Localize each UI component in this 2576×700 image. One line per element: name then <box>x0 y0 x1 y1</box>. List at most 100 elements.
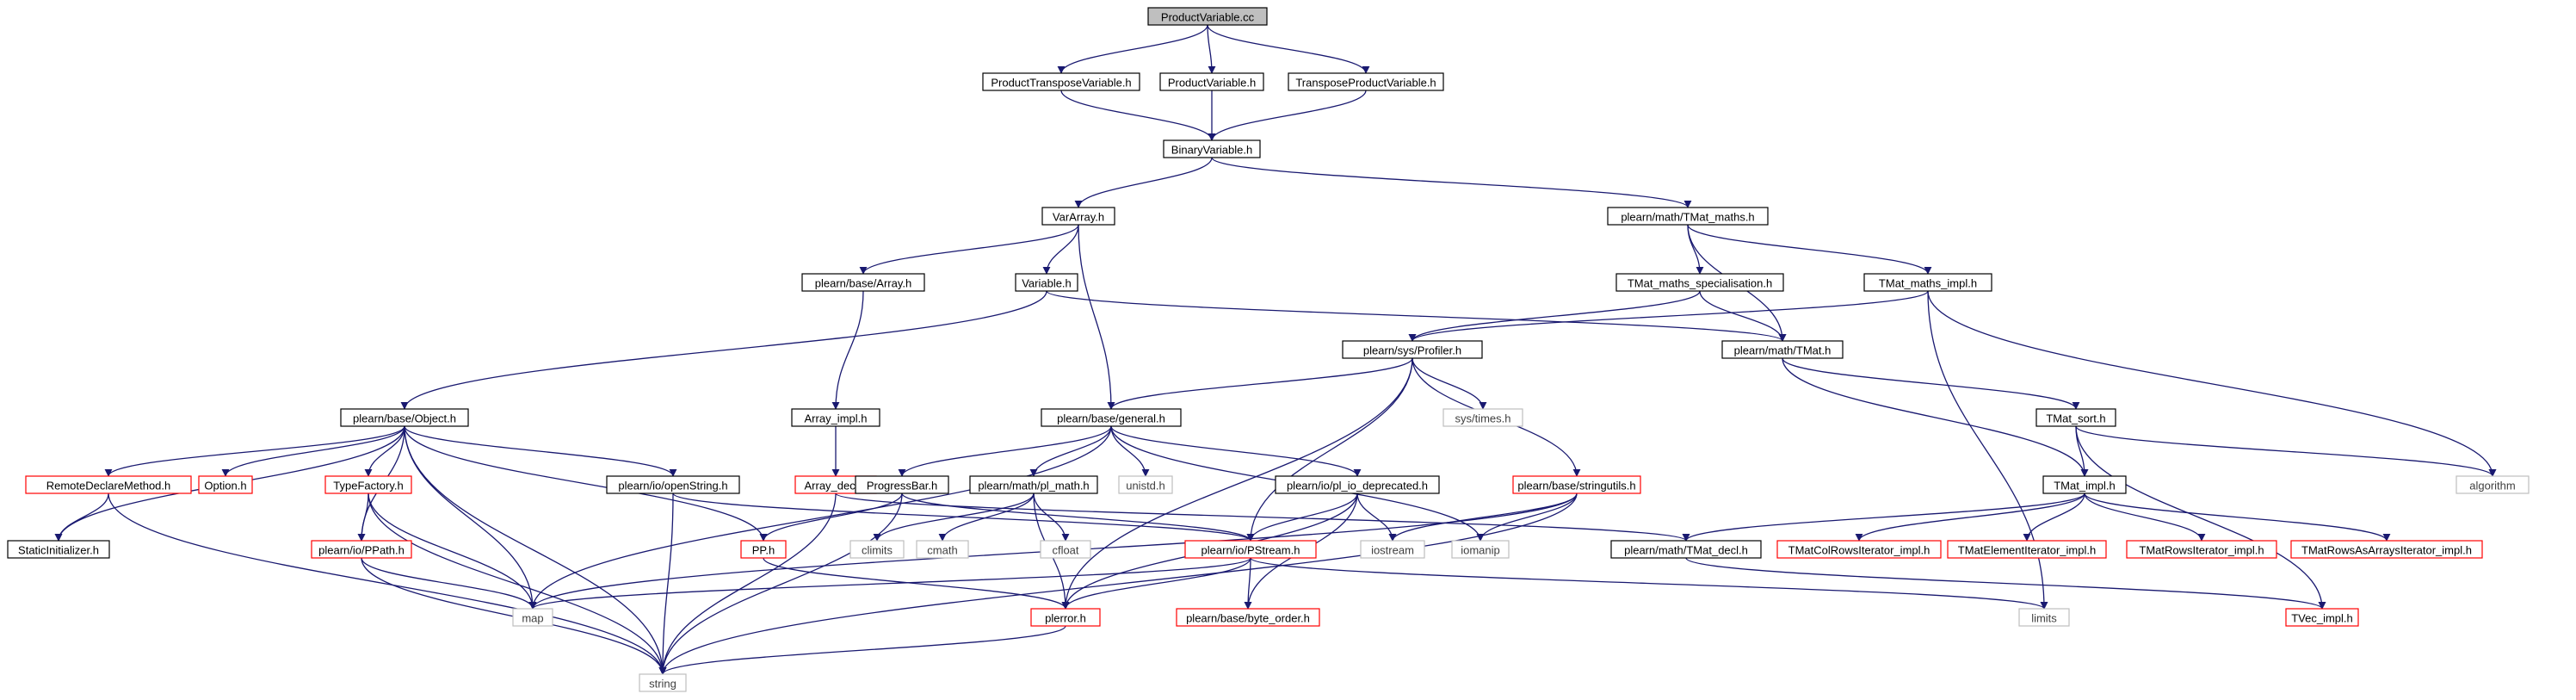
edge-productvariable-cc-to-productvariable-h <box>1207 24 1216 74</box>
node-label: plearn/math/TMat_maths.h <box>1621 211 1754 224</box>
node-box <box>1451 540 1510 559</box>
node-box <box>639 673 687 692</box>
node-plearn-math-tmat-h[interactable]: plearn/math/TMat.h <box>1721 340 1844 359</box>
node-label: cfloat <box>1052 544 1078 557</box>
edge-plearn-math-tmat-maths-h-to-tmat-maths-impl-h <box>1687 224 1932 275</box>
edge-tmat-sort-h-to-algorithm <box>2075 425 2497 477</box>
edge-productvariable-cc-to-producttransposevariable-h <box>1057 24 1208 74</box>
node-plearn-io-pstream-h[interactable]: plearn/io/PStream.h <box>1184 540 1317 559</box>
node-plearn-base-byte-order-h[interactable]: plearn/base/byte_order.h <box>1176 608 1320 627</box>
node-progressbar-h[interactable]: ProgressBar.h <box>855 475 949 494</box>
node-label: plerror.h <box>1045 612 1086 625</box>
node-label: plearn/base/Object.h <box>353 412 456 425</box>
node-tmat-maths-impl-h[interactable]: TMat_maths_impl.h <box>1863 273 1992 292</box>
node-productvariable-h[interactable]: ProductVariable.h <box>1159 72 1264 91</box>
node-plearn-io-openstring-h[interactable]: plearn/io/openString.h <box>606 475 740 494</box>
node-label: limits <box>2031 612 2057 625</box>
node-typefactory-h[interactable]: TypeFactory.h <box>324 475 412 494</box>
node-box <box>1015 273 1078 292</box>
node-producttransposevariable-h[interactable]: ProductTransposeVariable.h <box>982 72 1140 91</box>
node-label: TMat_maths_specialisation.h <box>1628 277 1772 290</box>
edge-vararray-h-to-plearn-base-array-h <box>859 224 1079 275</box>
node-plearn-math-tmat-maths-h[interactable]: plearn/math/TMat_maths.h <box>1607 207 1769 226</box>
edge-progressbar-h-to-string <box>658 492 903 675</box>
node-box <box>1159 72 1264 91</box>
node-label: algorithm <box>2469 480 2515 492</box>
node-box <box>1041 207 1115 226</box>
node-box <box>1863 273 1992 292</box>
edge-typefactory-h-to-plearn-io-ppath-h <box>357 492 369 542</box>
node-box <box>1030 608 1101 627</box>
node-sys-times-h: sys/times.h <box>1442 408 1523 427</box>
edge-plearn-base-general-h-to-progressbar-h <box>898 425 1112 477</box>
node-tmatrowsasarraysiterator-impl-h[interactable]: TMatRowsAsArraysIterator_impl.h <box>2290 540 2483 559</box>
edge-tmat-impl-h-to-plearn-math-tmat-decl-h <box>1682 492 2085 542</box>
node-plearn-base-stringutils-h[interactable]: plearn/base/stringutils.h <box>1512 475 1641 494</box>
node-plearn-base-general-h[interactable]: plearn/base/general.h <box>1041 408 1182 427</box>
edge-plearn-io-pstream-h-to-map <box>528 557 1251 610</box>
edge-binaryvariable-h-to-plearn-math-tmat-maths-h <box>1211 157 1692 208</box>
node-plearn-io-ppath-h[interactable]: plearn/io/PPath.h <box>311 540 412 559</box>
node-transposeproductvariable-h[interactable]: TransposeProductVariable.h <box>1288 72 1444 91</box>
node-tmatcolrowsiterator-impl-h[interactable]: TMatColRowsIterator_impl.h <box>1776 540 1942 559</box>
node-label: TMat_impl.h <box>2054 480 2116 492</box>
edge-plearn-io-pl-io-deprecated-h-to-plearn-io-pstream-h <box>1246 492 1358 542</box>
node-productvariable-cc[interactable]: ProductVariable.cc <box>1147 7 1268 26</box>
edge-tmat-impl-h-to-tmatcolrowsiterator-impl-h <box>1855 492 2085 542</box>
node-tmat-impl-h[interactable]: TMat_impl.h <box>2042 475 2127 494</box>
node-plearn-sys-profiler-h[interactable]: plearn/sys/Profiler.h <box>1342 340 1483 359</box>
node-tmatelementiterator-impl-h[interactable]: TMatElementIterator_impl.h <box>1947 540 2107 559</box>
node-box <box>801 273 925 292</box>
node-box <box>1275 475 1440 494</box>
edge-plearn-base-object-h-to-option-h <box>221 425 405 477</box>
node-cmath: cmath <box>916 540 969 559</box>
node-box <box>1163 139 1261 158</box>
node-plearn-math-pl-math-h[interactable]: plearn/math/pl_math.h <box>969 475 1098 494</box>
node-plearn-math-tmat-decl-h[interactable]: plearn/math/TMat_decl.h <box>1610 540 1762 559</box>
node-label: map <box>522 612 543 625</box>
node-staticinitializer-h[interactable]: StaticInitializer.h <box>7 540 110 559</box>
node-box <box>1040 540 1091 559</box>
node-label: StaticInitializer.h <box>18 544 99 557</box>
edge-pp-h-to-plerror-h <box>763 557 1070 610</box>
node-box <box>1176 608 1320 627</box>
node-plerror-h[interactable]: plerror.h <box>1030 608 1101 627</box>
node-array-impl-h[interactable]: Array_impl.h <box>791 408 880 427</box>
node-box <box>1288 72 1444 91</box>
edge-tmat-impl-h-to-tmatrowsiterator-impl-h <box>2084 492 2206 542</box>
node-tmat-maths-specialisation-h[interactable]: TMat_maths_specialisation.h <box>1615 273 1784 292</box>
node-tmat-sort-h[interactable]: TMat_sort.h <box>2035 408 2116 427</box>
node-box <box>1184 540 1317 559</box>
node-box <box>198 475 253 494</box>
node-label: plearn/base/Array.h <box>815 277 912 290</box>
node-variable-h[interactable]: Variable.h <box>1015 273 1078 292</box>
node-string: string <box>639 673 687 692</box>
node-label: ProductVariable.h <box>1168 77 1256 90</box>
node-map: map <box>512 608 553 627</box>
node-plearn-io-pl-io-deprecated-h[interactable]: plearn/io/pl_io_deprecated.h <box>1275 475 1440 494</box>
node-box <box>340 408 469 427</box>
node-box <box>855 475 949 494</box>
node-box <box>25 475 192 494</box>
node-plearn-base-array-h[interactable]: plearn/base/Array.h <box>801 273 925 292</box>
node-label: Array_decl.h <box>805 480 868 492</box>
node-label: TMat_maths_impl.h <box>1879 277 1977 290</box>
node-plearn-base-object-h[interactable]: plearn/base/Object.h <box>340 408 469 427</box>
edge-tmat-maths-specialisation-h-to-plearn-sys-profiler-h <box>1408 290 1701 342</box>
node-label: sys/times.h <box>1455 412 1510 425</box>
node-remotedeclaremethod-h[interactable]: RemoteDeclareMethod.h <box>25 475 192 494</box>
edge-productvariable-cc-to-transposeproductvariable-h <box>1207 24 1370 74</box>
edge-remotedeclaremethod-h-to-string <box>108 492 667 675</box>
node-label: TypeFactory.h <box>333 480 403 492</box>
node-binaryvariable-h[interactable]: BinaryVariable.h <box>1163 139 1261 158</box>
node-pp-h[interactable]: PP.h <box>740 540 787 559</box>
node-vararray-h[interactable]: VarArray.h <box>1041 207 1115 226</box>
edge-binaryvariable-h-to-vararray-h <box>1074 157 1213 208</box>
node-limits: limits <box>2018 608 2070 627</box>
node-tmatrowsiterator-impl-h[interactable]: TMatRowsIterator_impl.h <box>2126 540 2277 559</box>
node-option-h[interactable]: Option.h <box>198 475 253 494</box>
node-tvec-impl-h[interactable]: TVec_impl.h <box>2285 608 2359 627</box>
edge-typefactory-h-to-map <box>368 492 537 610</box>
node-iostream: iostream <box>1360 540 1425 559</box>
node-label: plearn/math/TMat.h <box>1734 344 1832 357</box>
